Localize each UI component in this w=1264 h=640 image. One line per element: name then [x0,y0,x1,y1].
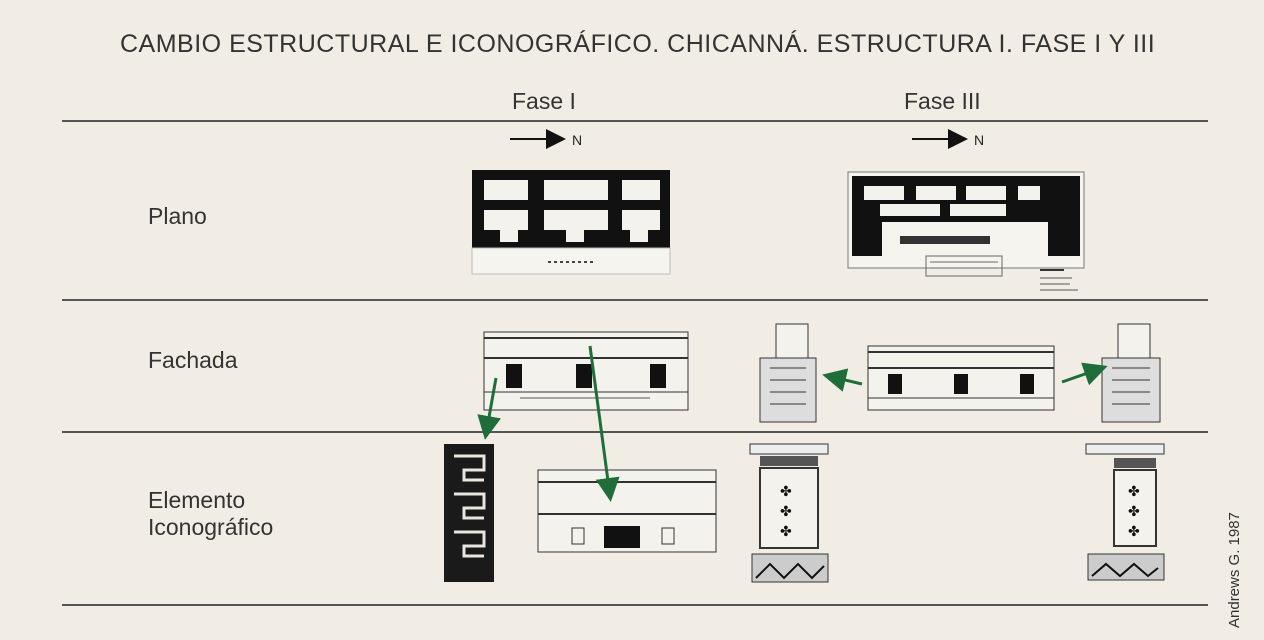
north-label: N [572,132,582,148]
svg-text:✤: ✤ [1128,524,1140,540]
svg-text:✤: ✤ [780,504,792,520]
divider-plano [62,299,1208,301]
svg-text:✤: ✤ [780,524,792,540]
icon-element-column-right: ✤ ✤ ✤ [1085,443,1165,581]
arrow-to-left-tower [822,368,863,392]
divider-top [62,120,1208,122]
north-arrow-fase-i: N [510,129,582,149]
svg-text:✤: ✤ [780,484,792,500]
plan-fase-i [471,170,671,275]
tower-left-fase-iii [759,323,817,423]
column-header-fase-iii: Fase III [904,88,981,114]
icon-element-facade-detail [537,469,717,553]
icon-element-column-left: ✤ ✤ ✤ [749,443,829,583]
divider-fachada [62,431,1208,433]
column-header-fase-i: Fase I [512,88,576,114]
row-label-fachada: Fachada [148,347,238,373]
row-label-plano: Plano [148,203,207,229]
diagram-title: CAMBIO ESTRUCTURAL E ICONOGRÁFICO. CHICA… [120,30,1156,58]
row-label-elemento: Elemento Iconográfico [148,487,273,541]
svg-text:✤: ✤ [1128,484,1140,500]
north-label: N [974,132,984,148]
svg-text:✤: ✤ [1128,504,1140,520]
arrow-to-facade-detail [588,345,620,502]
plan-fase-iii [847,171,1085,291]
arrow-to-serpent-panel [477,377,501,440]
divider-bottom [62,604,1208,606]
tower-right-fase-iii [1101,323,1161,423]
facade-fase-iii [867,345,1055,411]
facade-fase-i [483,331,689,411]
connector-arrows [477,345,1108,502]
icon-element-serpent-panel [444,444,494,582]
arrow-to-right-tower [1061,362,1108,386]
row-label-elemento-line1: Elemento [148,487,246,513]
north-arrow-fase-iii: N [912,129,984,149]
row-label-elemento-line2: Iconográfico [148,514,274,540]
